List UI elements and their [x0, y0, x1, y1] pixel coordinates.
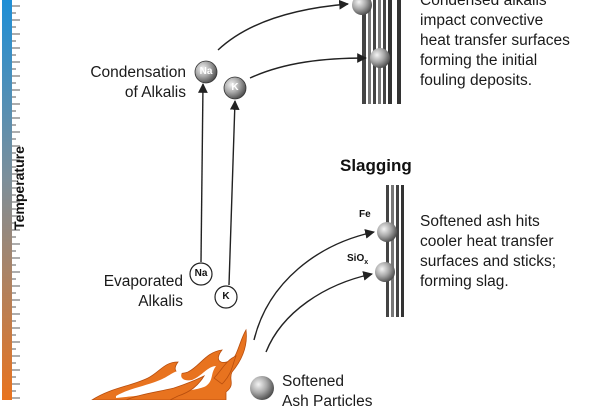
siox-label: SiOx — [347, 253, 369, 266]
fouling-text-line-2: impact convective — [420, 12, 544, 29]
k-ion-condensed — [223, 76, 247, 100]
arrow-ash-to-fe — [253, 229, 375, 341]
arrow-na-rise — [198, 83, 208, 263]
condensation-label-line-2: of Alkalis — [124, 84, 186, 101]
slagging-text-line-1: Softened ash hits — [420, 213, 540, 230]
slagging-heading: Slagging — [340, 156, 412, 175]
na-ion-evaporated-label: Na — [194, 268, 208, 279]
fe-label: Fe — [359, 209, 371, 220]
flame-illustration — [91, 328, 247, 400]
softened-label-line-1: Softened — [282, 373, 345, 390]
condensation-label-line-1: Condensation — [90, 64, 186, 81]
temperature-axis-label: Temperature — [11, 146, 27, 230]
arrow-ash-to-siox — [265, 271, 373, 353]
evaporated-label-line-1: Evaporated — [103, 273, 183, 290]
fouling-text-line-3: heat transfer surfaces — [420, 32, 570, 49]
fouling-deposit-particle — [352, 0, 372, 15]
na-ion-condensed — [194, 60, 218, 84]
temperature-scale-bar — [2, 0, 12, 400]
k-ion-evaporated-label: K — [222, 291, 230, 302]
slagging-text-line-2: cooler heat transfer — [420, 233, 554, 250]
k-ion-evaporated — [214, 285, 238, 309]
arrow-k-to-tubes — [249, 53, 367, 79]
slag-particle-fe — [377, 222, 397, 242]
na-ion-condensed-label: Na — [199, 66, 213, 77]
slag-particle-siox — [375, 262, 395, 282]
softened-ash-particle — [250, 376, 274, 400]
temperature-scale-ticks — [12, 5, 20, 399]
slagging-text-line-3: surfaces and sticks; — [420, 253, 557, 270]
slagging-tube-bundle — [386, 185, 404, 317]
fouling-text-line-1: Condensed alkalis — [420, 0, 547, 9]
arrow-k-rise — [228, 100, 240, 286]
fouling-text-line-5: fouling deposits. — [420, 72, 533, 89]
softened-label-line-2: Ash Particles — [282, 393, 373, 410]
evaporated-label-line-2: Alkalis — [138, 293, 183, 310]
fouling-text-line-4: forming the initial — [420, 52, 538, 69]
slagging-text-line-4: forming slag. — [420, 273, 509, 290]
na-ion-evaporated — [189, 262, 213, 286]
arrow-na-to-tubes — [217, 0, 349, 51]
diagram-canvas — [2, 0, 404, 400]
k-ion-condensed-label: K — [231, 82, 239, 93]
fouling-deposit-particle — [370, 48, 390, 68]
